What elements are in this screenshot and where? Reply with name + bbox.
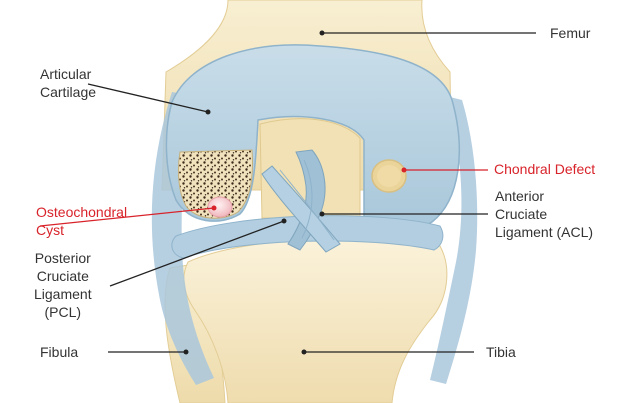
articular-cartilage-label: Articular Cartilage (40, 66, 97, 100)
tibia-leader-dot (301, 349, 307, 355)
osteochondral-cyst (207, 196, 233, 218)
fibula-leader-dot (183, 349, 189, 355)
chondral-defect-label: Chondral Defect (494, 161, 596, 177)
osteochondral-cyst-leader-dot (211, 205, 217, 211)
leader-lines (39, 30, 536, 355)
pcl-label: Posterior Cruciate Ligament (PCL) (34, 250, 92, 320)
acl-ligament (287, 149, 326, 251)
acl-leader-dot (319, 211, 325, 217)
osteochondral-cyst-label: Osteochondral Cyst (36, 204, 128, 238)
bone-window (177, 149, 253, 219)
acl-fiber (301, 159, 313, 239)
chondral-defect-center (377, 165, 401, 187)
osteochondral-cyst-leader (39, 207, 215, 227)
lateral-ligament (430, 96, 478, 384)
fibula-label: Fibula (40, 344, 79, 360)
pcl-fiber (279, 169, 335, 241)
femur-leader-dot (319, 30, 325, 36)
acl-label: Anterior Cruciate Ligament (ACL) (495, 188, 594, 240)
chondral-defect-leader-dot (401, 167, 407, 173)
femur-label: Femur (550, 25, 591, 41)
tibia-label: Tibia (486, 344, 516, 360)
pcl-leader (109, 220, 285, 287)
pcl-leader-dot (281, 218, 287, 224)
articular-cartilage-leader (87, 83, 209, 113)
pcl-ligament (261, 165, 341, 253)
articular-cartilage-leader-dot (205, 109, 211, 115)
